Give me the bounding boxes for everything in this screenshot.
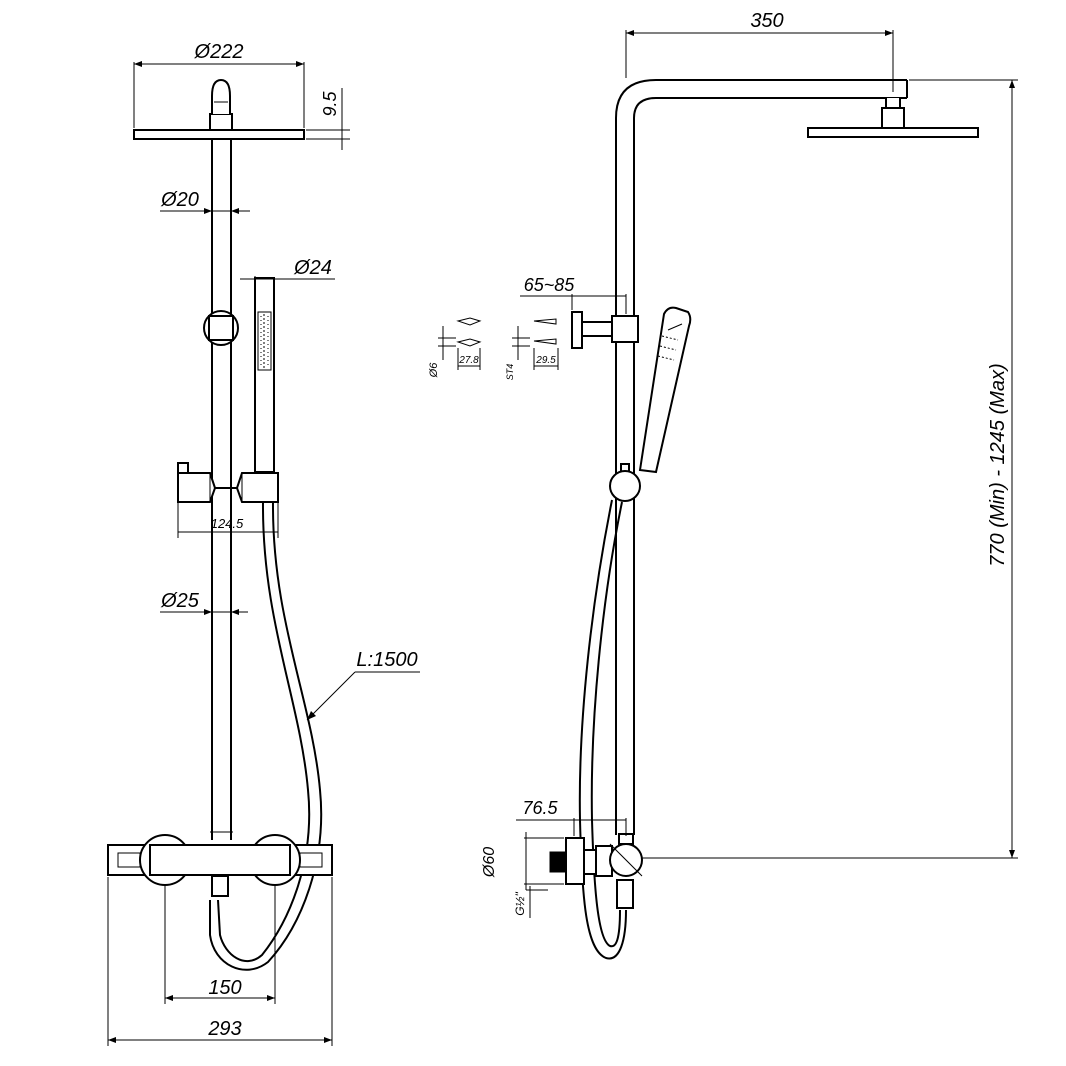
dim-hose-length: L:1500 — [306, 649, 420, 721]
anchor-diameter-label: Ø6 — [428, 362, 440, 379]
front-mixer — [107, 834, 333, 886]
dim-head-diameter-label: Ø222 — [194, 41, 244, 63]
side-wall-bracket — [571, 311, 639, 349]
screw-size-label: ST4 — [505, 364, 515, 381]
front-hand-shower — [254, 277, 275, 473]
dim-arm-length: 350 — [625, 10, 894, 92]
dim-upper-pipe-diameter: Ø20 — [160, 189, 250, 214]
dim-head-thickness-label: 9.5 — [320, 91, 340, 117]
dim-inlet-centers-label: 150 — [208, 977, 241, 999]
dim-mixer-width-label: 293 — [207, 1018, 241, 1040]
dim-upper-pipe-diameter-label: Ø20 — [160, 189, 199, 211]
side-view: 350 770 (Min) - 1245 (Max) — [428, 10, 1018, 960]
screw-length-label: 29.5 — [535, 355, 556, 366]
dim-handshower-diameter-label: Ø24 — [293, 257, 332, 279]
screw-drawing: ST4 29.5 — [505, 318, 559, 381]
dim-bracket-offset-label: 65~85 — [524, 275, 576, 295]
dim-height-range: 770 (Min) - 1245 (Max) — [640, 79, 1018, 859]
dim-thread: G½" — [513, 886, 548, 918]
dim-head-diameter: Ø222 — [133, 41, 305, 128]
dim-hose-length-label: L:1500 — [356, 649, 417, 671]
dim-handshower-diameter: Ø24 — [240, 257, 335, 282]
dim-inlet-centers: 150 — [164, 885, 276, 1004]
side-hand-shower — [638, 306, 692, 474]
dim-inlet-offset: 76.5 — [516, 798, 627, 836]
front-hose — [209, 501, 323, 971]
dim-inlet-offset-label: 76.5 — [522, 798, 558, 818]
dim-thread-label: G½" — [513, 891, 527, 915]
dim-head-thickness: 9.5 — [306, 88, 350, 150]
side-shower-head — [807, 98, 979, 138]
front-view: Ø222 9.5 Ø20 — [107, 41, 420, 1046]
side-hose — [578, 499, 634, 960]
front-upper-holder — [203, 310, 239, 346]
front-shower-head — [133, 78, 305, 140]
side-slider-knob — [609, 463, 641, 502]
dim-lower-pipe-diameter-label: Ø25 — [160, 590, 200, 612]
front-slider — [177, 462, 279, 503]
side-mixer — [549, 833, 643, 885]
side-riser-arm — [615, 79, 908, 835]
wall-anchor-drawing: Ø6 27.8 — [428, 317, 482, 379]
dim-slider-width-label: 124.5 — [211, 516, 244, 531]
dim-mixer-width: 293 — [107, 877, 333, 1046]
dim-arm-length-label: 350 — [750, 10, 783, 32]
anchor-length-label: 27.8 — [458, 355, 479, 366]
dim-height-range-label: 770 (Min) - 1245 (Max) — [987, 363, 1009, 566]
dim-escutcheon-diameter: Ø60 — [481, 832, 564, 890]
dim-bracket-offset: 65~85 — [520, 275, 627, 314]
fixing-details: Ø6 27.8 ST4 29.5 — [428, 317, 559, 381]
dim-slider-width: 124.5 — [177, 503, 279, 538]
dim-lower-pipe-diameter: Ø25 — [160, 590, 248, 615]
dim-escutcheon-diameter-label: Ø60 — [481, 847, 498, 878]
